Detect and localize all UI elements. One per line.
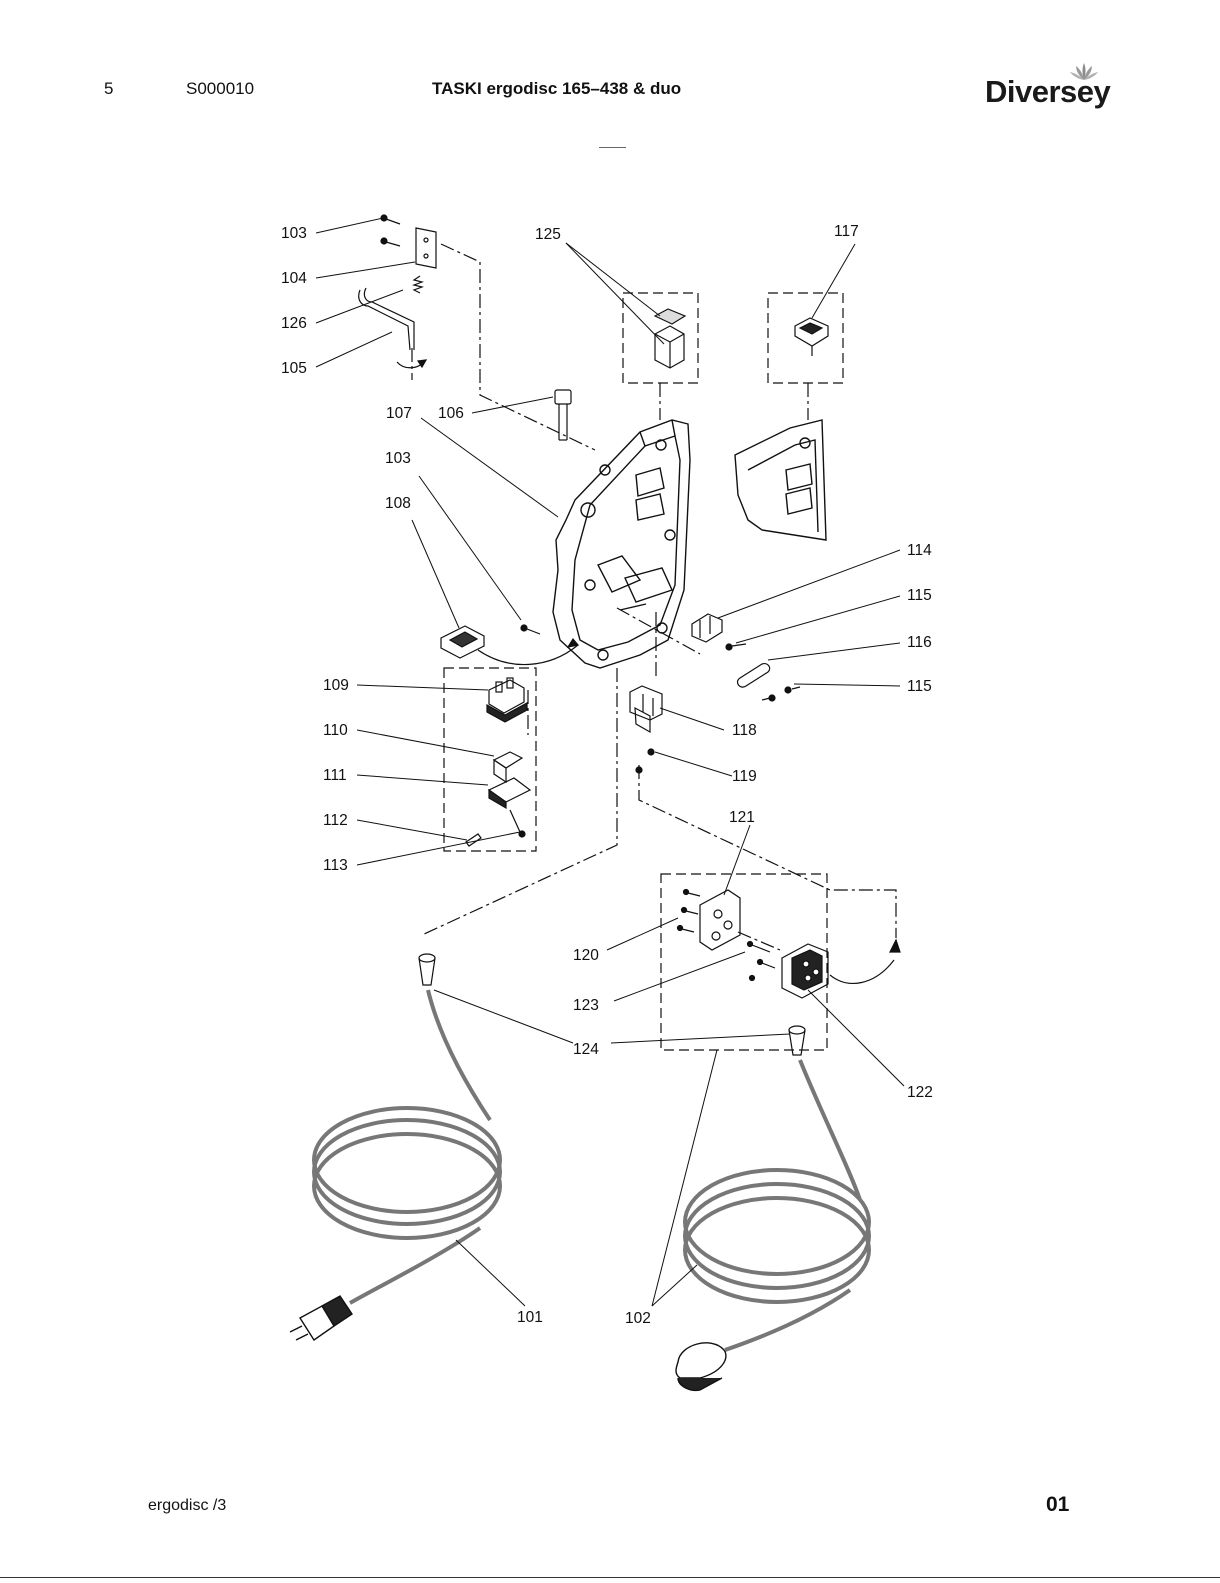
strain-relief-right — [789, 1026, 805, 1055]
callout-108: 108 — [385, 495, 411, 512]
housing-107 — [553, 420, 690, 668]
callout-104: 104 — [281, 270, 307, 287]
callout-126: 126 — [281, 315, 307, 332]
callout-labels: 103 104 126 105 106 107 103 108 109 110 … — [281, 223, 933, 1327]
callout-112: 112 — [323, 812, 348, 829]
terminal-114 — [692, 614, 722, 642]
spring-latch-assembly — [359, 215, 436, 368]
callout-124: 124 — [573, 1041, 599, 1058]
socket-122 — [782, 944, 828, 998]
callout-120: 120 — [573, 947, 599, 964]
callout-122: 122 — [907, 1084, 933, 1101]
callout-103b: 103 — [385, 450, 411, 467]
footer-section-number: 01 — [1046, 1493, 1069, 1517]
screw-115a — [726, 644, 746, 650]
screws-120 — [678, 890, 701, 933]
screw-119 — [636, 749, 654, 773]
button-125 — [655, 309, 685, 368]
box-125 — [623, 293, 698, 383]
plate-121 — [700, 890, 740, 950]
box-117 — [768, 293, 843, 383]
callout-109: 109 — [323, 677, 349, 694]
callout-102: 102 — [625, 1310, 651, 1327]
callout-115a: 115 — [907, 587, 932, 604]
callout-125: 125 — [535, 226, 561, 243]
callout-110: 110 — [323, 722, 348, 739]
callout-114: 114 — [907, 542, 932, 559]
callout-113: 113 — [323, 857, 348, 874]
callout-101: 101 — [517, 1309, 543, 1326]
cable-102 — [685, 1060, 869, 1350]
box-109-113 — [444, 668, 536, 851]
screw-115b — [762, 687, 800, 701]
bracket-118 — [630, 686, 662, 732]
callout-105: 105 — [281, 360, 307, 377]
callout-123: 123 — [573, 997, 599, 1014]
plate-116 — [738, 664, 770, 687]
callout-119: 119 — [732, 768, 757, 785]
strain-relief-left — [419, 954, 435, 985]
callout-121: 121 — [729, 809, 755, 826]
callout-103a: 103 — [281, 225, 307, 242]
switch-assembly-109-113 — [466, 678, 530, 846]
footer-model: ergodisc /3 — [148, 1497, 226, 1515]
callout-118: 118 — [732, 722, 757, 739]
callout-111: 111 — [323, 767, 347, 784]
housing-duplicate — [735, 420, 826, 540]
assembly-paths — [412, 244, 896, 950]
callout-117: 117 — [834, 223, 859, 240]
callout-116: 116 — [907, 634, 932, 651]
callout-115b: 115 — [907, 678, 932, 695]
plug-101 — [290, 1296, 352, 1340]
callout-107: 107 — [386, 405, 412, 422]
switch-117 — [795, 318, 828, 356]
footer-rule — [0, 1577, 1220, 1578]
screws-123 — [748, 942, 776, 981]
foot-pedal-102 — [676, 1343, 726, 1391]
callout-106: 106 — [438, 405, 464, 422]
leader-lines — [316, 218, 904, 1306]
